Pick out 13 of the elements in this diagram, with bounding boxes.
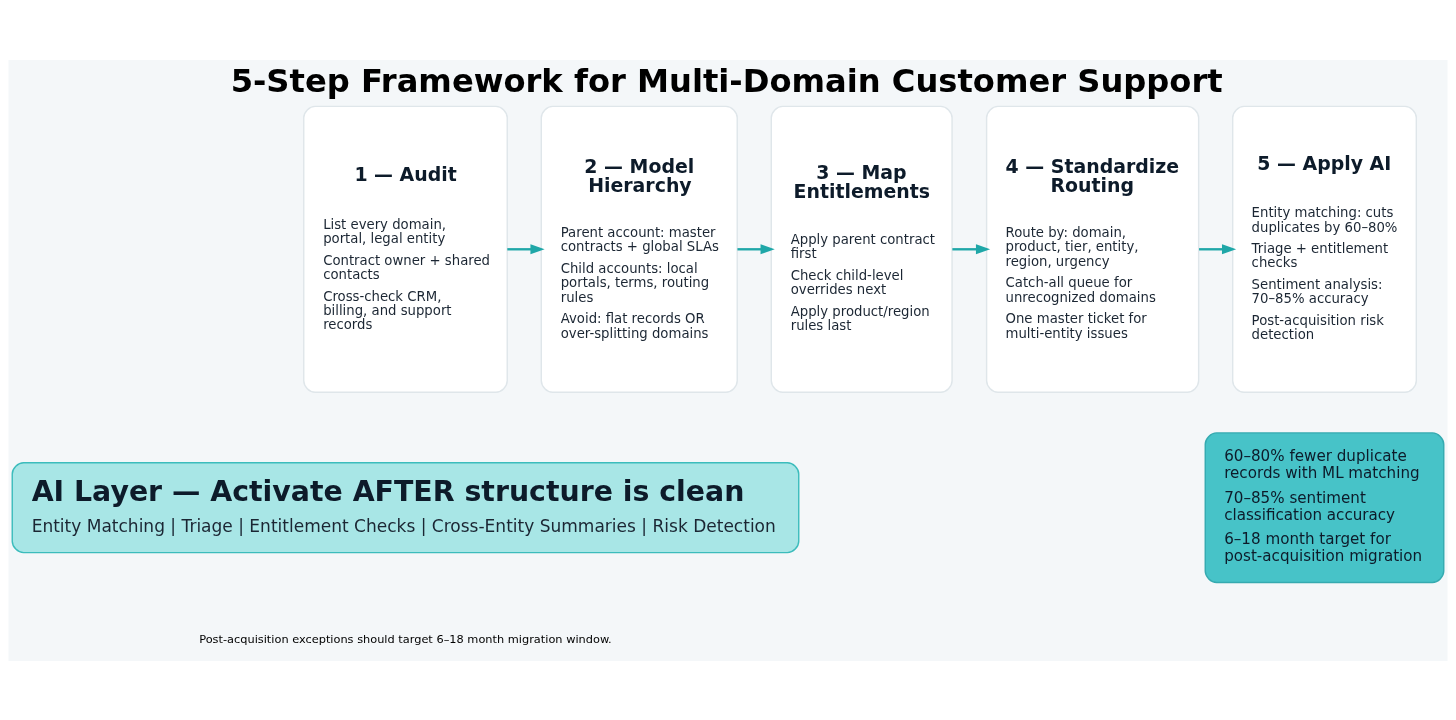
node-box: 60–80% fewer duplicate records with ML matching 70–85% sentiment classification accuracy 6–18 month target for post-acquisition migration: [1204, 431, 1445, 583]
arrow: [952, 243, 991, 254]
arrow: [507, 243, 545, 254]
arrow: [1199, 243, 1237, 254]
diagram-title: 5-Step Framework for Multi-Domain Customer Support: [230, 61, 1223, 100]
arrow: [737, 243, 775, 254]
node-box: 4 — Standardize Routing Route by: domain, product, tier, entity, region, urgency Catch-all queue for unrecognized domains One master ticket for multi-entity issues: [985, 105, 1200, 393]
node-box: AI Layer — Activate AFTER structure is clean Entity Matching | Triage | Entitlement Checks | Cross-Entity Summaries | Risk Detection: [11, 461, 800, 553]
node-box: 1 — Audit List every domain, portal, legal entity Contract owner + shared contacts Cross-check CRM, billing, and support records: [303, 105, 508, 393]
node-box: 2 — Model Hierarchy Parent account: master contracts + global SLAs Child accounts: local portals, terms, routing rules Avoid: flat records OR over-splitting domains: [540, 105, 738, 393]
node-box: 3 — Map Entitlements Apply parent contract first Check child-level overrides next Apply product/region rules last: [770, 105, 953, 393]
label: Post-acquisition exceptions should target 6–18 month migration window.: [199, 631, 612, 646]
node-box: 5 — Apply AI Entity matching: cuts duplicates by 60–80% Triage + entitlement checks Sentiment analysis: 70–85% accuracy Post-acquisition risk detection: [1232, 105, 1417, 393]
